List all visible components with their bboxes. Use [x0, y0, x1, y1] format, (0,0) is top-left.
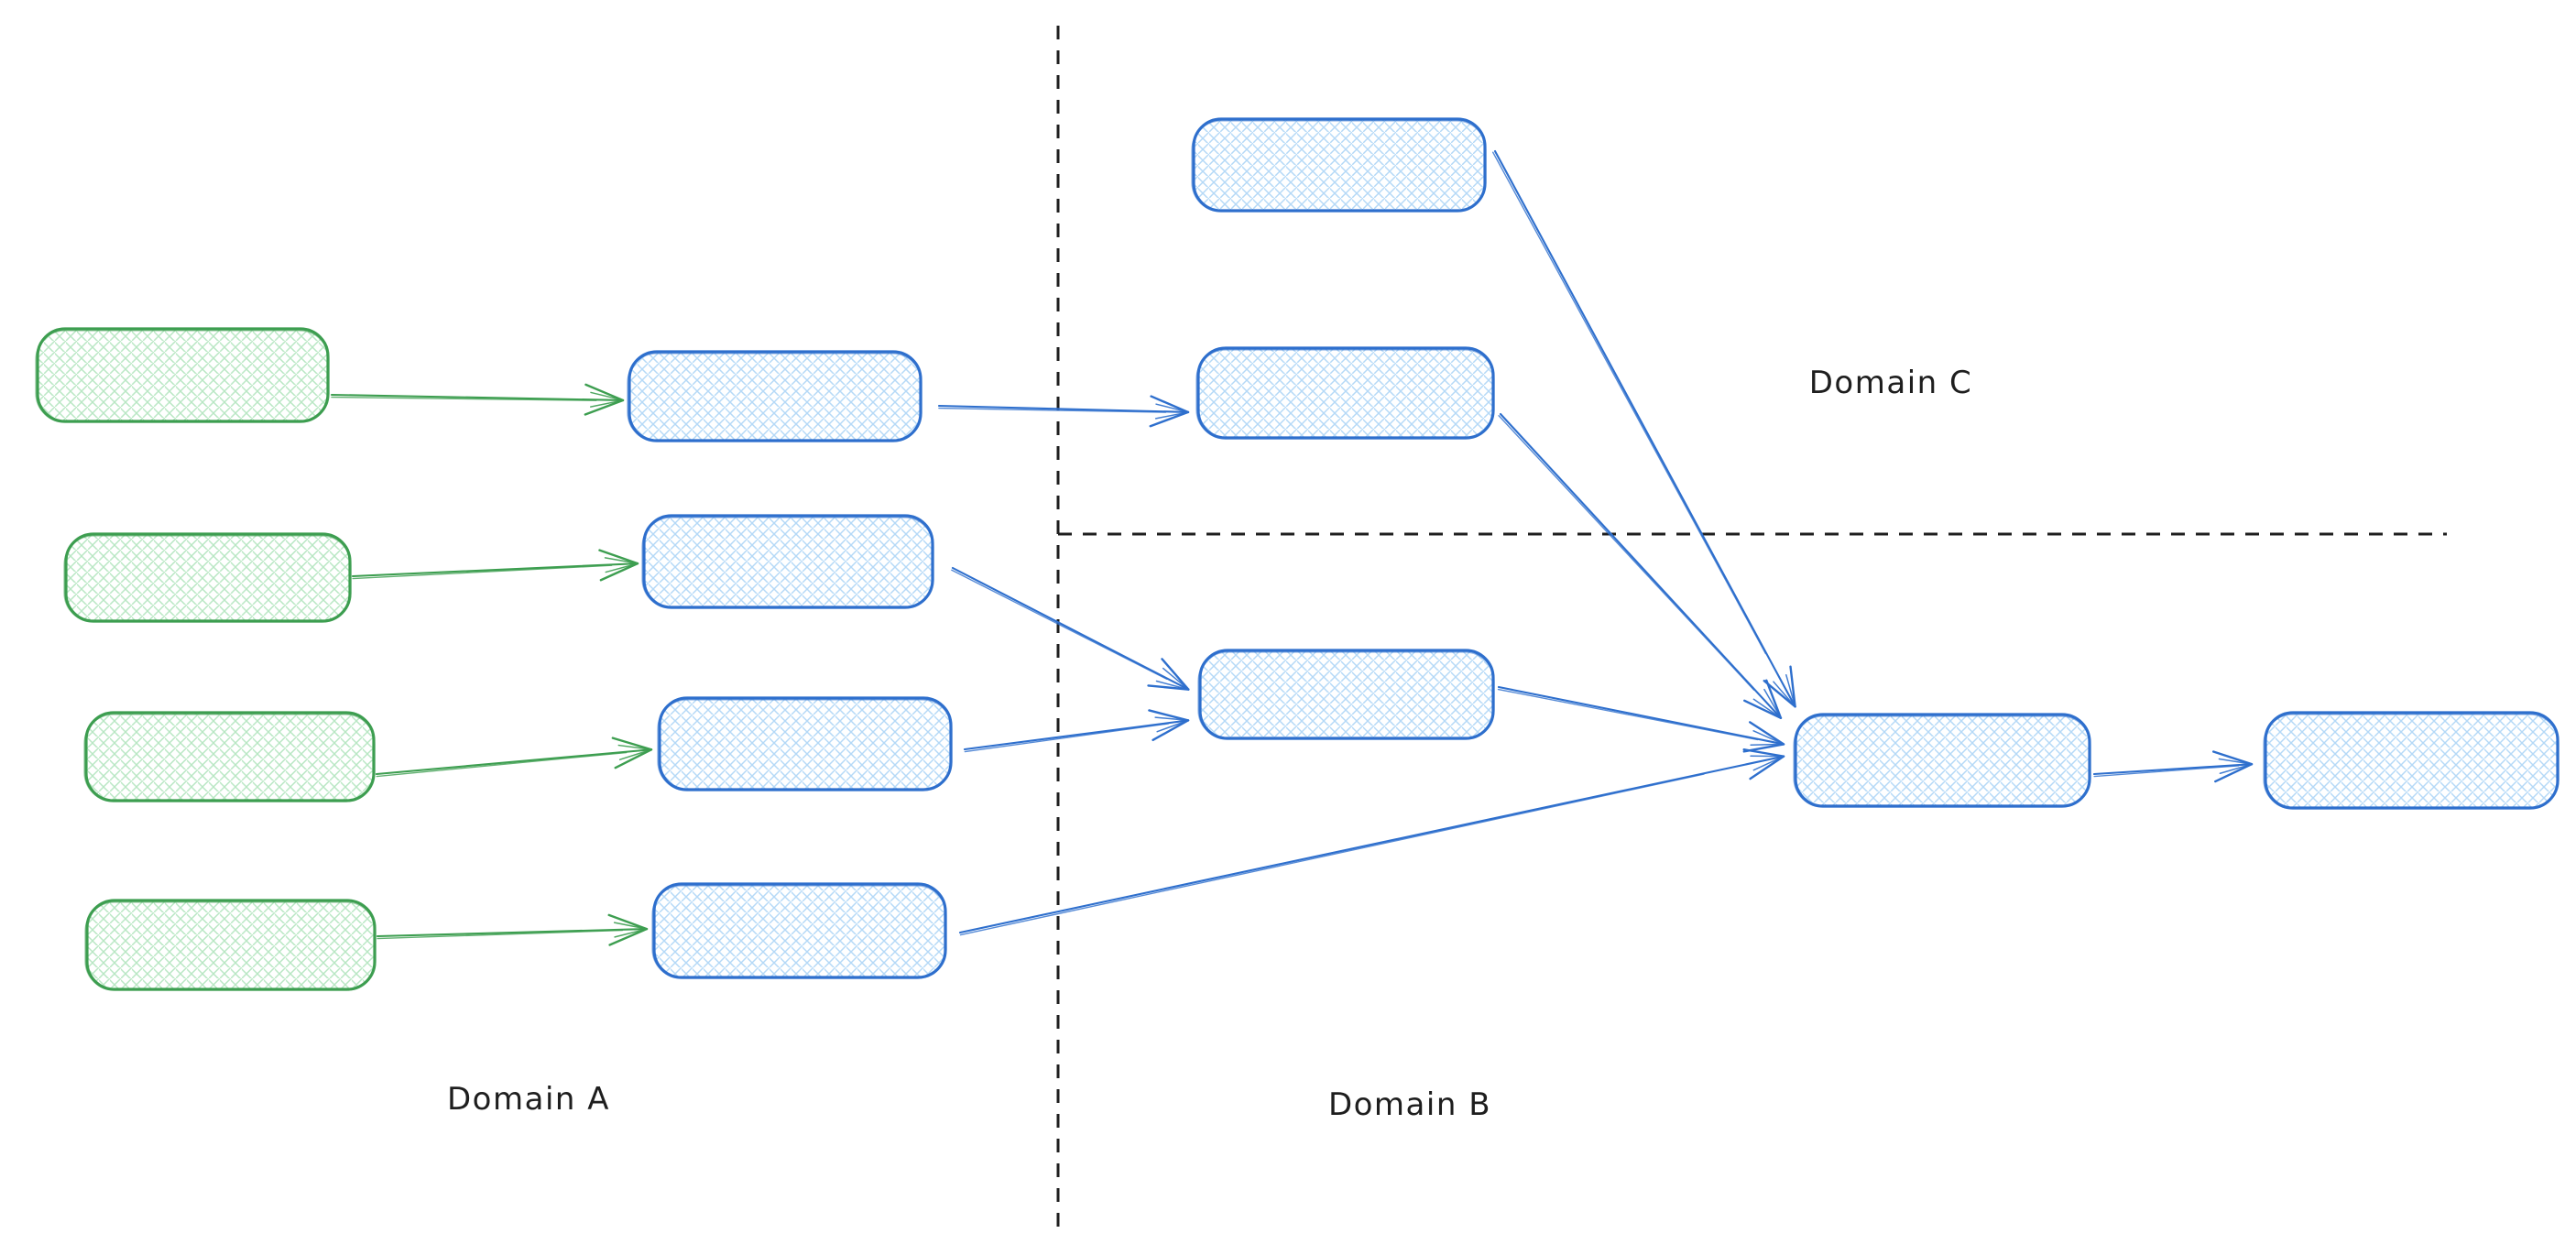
output-box[interactable]	[2263, 711, 2560, 810]
domain-c-label: Domain C	[1809, 365, 1972, 401]
middle-box-2[interactable]	[641, 514, 934, 609]
domain-divider-layer	[1056, 26, 2447, 1232]
arrow-blue-1[interactable]	[937, 395, 1190, 428]
middle-box-4[interactable]	[651, 882, 947, 979]
arrow-blue-3[interactable]	[963, 709, 1190, 753]
domain-b-label: Domain B	[1328, 1086, 1491, 1123]
arrow-green-2[interactable]	[351, 549, 639, 582]
label-layer: Domain A Domain B Domain C	[447, 365, 1972, 1123]
arrow-blue-6[interactable]	[1498, 412, 1783, 719]
green-box-2[interactable]	[63, 532, 352, 623]
arrow-layer	[330, 149, 2254, 946]
arrow-blue-5[interactable]	[1492, 149, 1796, 708]
domain-c-box-2[interactable]	[1195, 346, 1495, 440]
merge-box[interactable]	[1793, 713, 2091, 808]
middle-box-3[interactable]	[657, 696, 953, 791]
arrow-green-3[interactable]	[375, 737, 653, 778]
arrow-green-1[interactable]	[330, 383, 625, 416]
arrow-blue-7[interactable]	[1497, 685, 1785, 753]
green-box-1[interactable]	[35, 327, 330, 423]
arrow-blue-8[interactable]	[2092, 750, 2254, 783]
domain-a-label: Domain A	[447, 1081, 610, 1118]
arrow-blue-2[interactable]	[951, 566, 1190, 691]
green-box-4[interactable]	[84, 899, 377, 991]
middle-box-1[interactable]	[627, 350, 922, 442]
green-box-3[interactable]	[83, 711, 376, 802]
node-layer	[35, 117, 2560, 991]
arrow-green-4[interactable]	[376, 913, 649, 946]
domain-b-box-1[interactable]	[1197, 649, 1495, 740]
arrow-blue-4[interactable]	[958, 748, 1785, 936]
domain-c-box-1[interactable]	[1191, 117, 1487, 213]
